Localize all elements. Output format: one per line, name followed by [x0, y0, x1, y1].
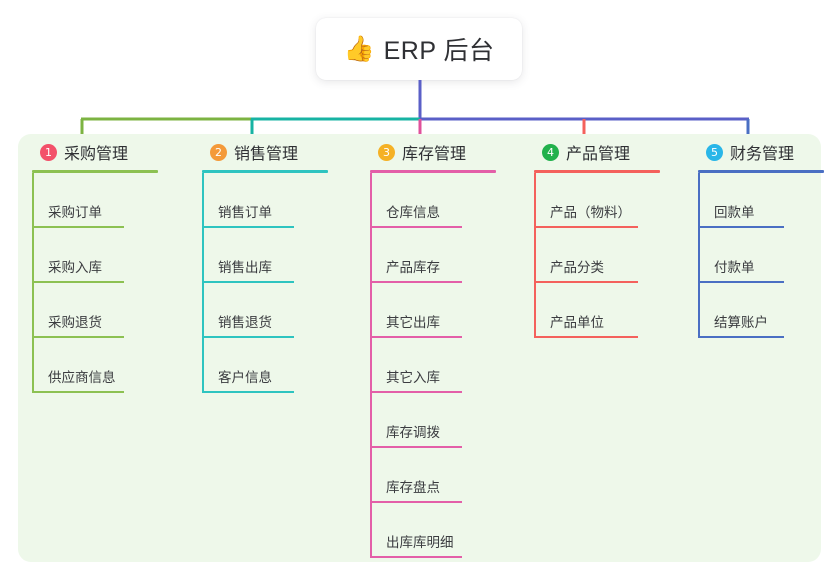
column-purchase: 1 采购管理采购订单采购入库采购退货供应商信息 [20, 134, 190, 393]
thumbs-up-icon: 👍 [343, 34, 375, 63]
badge-inventory: 3 [378, 143, 395, 161]
leaf-rule [202, 336, 294, 338]
leaf-rule [534, 226, 638, 228]
badge-finance: 5 [706, 143, 723, 161]
diagram-panel: 1 采购管理采购订单采购入库采购退货供应商信息 2 销售管理销售订单销售出库销售退货客… [18, 134, 824, 562]
leaf-label: 付款单 [714, 260, 755, 275]
root-title: ERP 后台 [383, 37, 495, 65]
leaf-label: 库存盘点 [386, 480, 440, 495]
leaf-rule [32, 336, 124, 338]
leaf-rule [202, 391, 294, 393]
column-rule-sales [202, 170, 328, 173]
leaf-label: 销售订单 [218, 205, 272, 220]
leaf-rule [698, 281, 784, 283]
root-node[interactable]: 👍 ERP 后台 [316, 18, 522, 80]
leaf-label: 采购退货 [48, 315, 102, 330]
badge-sales: 2 [210, 143, 227, 161]
leaf-label: 回款单 [714, 205, 755, 220]
leaf-rule [370, 336, 462, 338]
badge-purchase: 1 [40, 143, 57, 161]
column-spine-sales [202, 173, 204, 393]
column-header-product[interactable]: 4 产品管理 [522, 134, 692, 170]
column-header-inventory[interactable]: 3 库存管理 [358, 134, 528, 170]
leaf-label: 产品（物料） [550, 205, 631, 220]
leaf-label: 出库库明细 [386, 535, 454, 550]
leaf-rule [370, 556, 462, 558]
column-title-purchase: 采购管理 [64, 146, 129, 163]
column-spine-product [534, 173, 536, 338]
leaf-label: 产品库存 [386, 260, 440, 275]
leaf-label: 供应商信息 [48, 370, 116, 385]
leaf-label: 客户信息 [218, 370, 272, 385]
column-header-purchase[interactable]: 1 采购管理 [20, 134, 190, 170]
column-header-finance[interactable]: 5 财务管理 [686, 134, 826, 170]
leaf-rule [32, 391, 124, 393]
column-finance: 5 财务管理回款单付款单结算账户 [686, 134, 826, 338]
column-spine-inventory [370, 173, 372, 558]
column-spine-finance [698, 173, 700, 338]
column-spine-purchase [32, 173, 34, 393]
column-title-sales: 销售管理 [234, 146, 299, 163]
leaf-label: 销售退货 [218, 315, 272, 330]
leaf-rule [32, 226, 124, 228]
column-title-inventory: 库存管理 [402, 146, 467, 163]
leaf-rule [370, 281, 462, 283]
leaf-label: 销售出库 [218, 260, 272, 275]
column-sales: 2 销售管理销售订单销售出库销售退货客户信息 [190, 134, 360, 393]
column-rule-inventory [370, 170, 496, 173]
leaf-label: 其它出库 [386, 315, 440, 330]
leaf-rule [370, 391, 462, 393]
leaf-rule [698, 226, 784, 228]
leaf-label: 产品分类 [550, 260, 604, 275]
column-product: 4 产品管理产品（物料） 产品分类产品单位 [522, 134, 692, 338]
leaf-label: 仓库信息 [386, 205, 440, 220]
leaf-label: 结算账户 [714, 315, 768, 330]
column-title-product: 产品管理 [566, 146, 631, 163]
leaf-rule [202, 226, 294, 228]
leaf-rule [370, 501, 462, 503]
column-rule-product [534, 170, 660, 173]
column-header-sales[interactable]: 2 销售管理 [190, 134, 360, 170]
leaf-rule [534, 336, 638, 338]
leaf-label: 采购入库 [48, 260, 102, 275]
leaf-rule [698, 336, 784, 338]
leaf-label: 库存调拨 [386, 425, 440, 440]
leaf-label: 采购订单 [48, 205, 102, 220]
leaf-rule [370, 226, 462, 228]
leaf-label: 产品单位 [550, 315, 604, 330]
badge-product: 4 [542, 143, 559, 161]
leaf-rule [370, 446, 462, 448]
leaf-rule [534, 281, 638, 283]
column-title-finance: 财务管理 [730, 146, 795, 163]
leaf-rule [32, 281, 124, 283]
column-rule-purchase [32, 170, 158, 173]
leaf-rule [202, 281, 294, 283]
leaf-label: 其它入库 [386, 370, 440, 385]
column-inventory: 3 库存管理仓库信息产品库存其它出库其它入库库存调拨库存盘点出库库明细 [358, 134, 528, 558]
column-rule-finance [698, 170, 824, 173]
